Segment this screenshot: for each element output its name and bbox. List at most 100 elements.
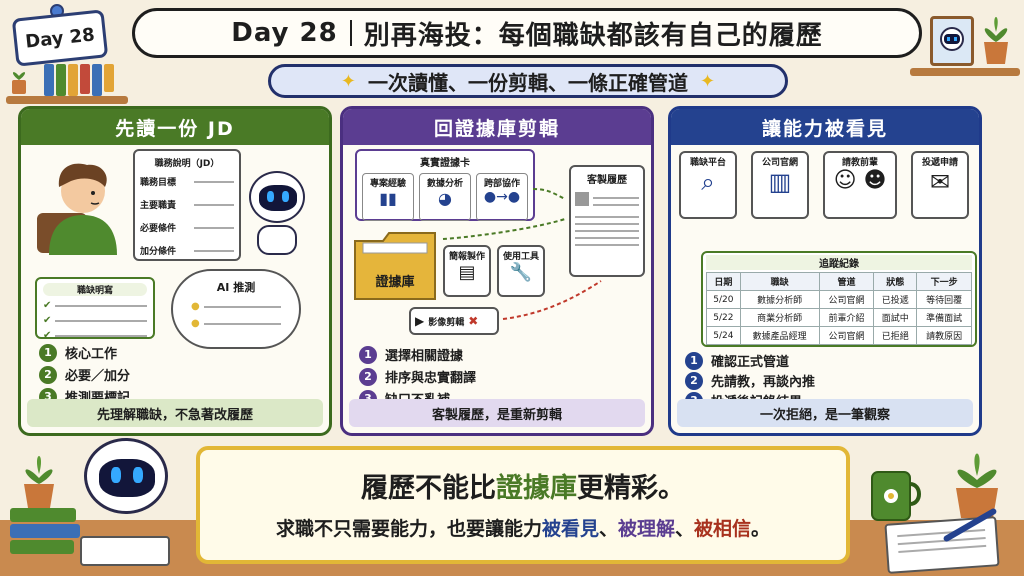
table-cell: 公司官網 xyxy=(818,326,875,345)
message-text: 求職不只需要能力，也要讓能力 xyxy=(275,518,542,540)
tool-card: 簡報製作▤ xyxy=(443,245,491,297)
dot-icon: ● xyxy=(191,318,200,329)
jd-line: 必要條件 xyxy=(140,224,177,234)
message-highlight: 被相信 xyxy=(694,518,752,540)
step-text: 先請教，再談內推 xyxy=(711,375,816,390)
books-icon xyxy=(44,64,114,96)
table-header: 職缺 xyxy=(739,272,820,291)
message-text: 更精彩。 xyxy=(577,473,685,504)
footer-text: 一次拒絕，是一筆觀察 xyxy=(759,407,890,423)
page-title: Day 28 別再海投：每個職缺都該有自己的履歷 xyxy=(132,8,922,58)
robot-icon xyxy=(249,171,305,255)
channel-label: 公司官網 xyxy=(761,158,798,168)
day-tag: Day 28 xyxy=(11,9,109,67)
channel-card: 職缺平台⌕ xyxy=(679,151,737,219)
plant-icon xyxy=(8,62,30,94)
step-text: 確認正式管道 xyxy=(711,355,790,370)
tool-label: 使用工具 xyxy=(502,252,539,262)
day-tag-text: Day 28 xyxy=(24,23,96,53)
check-icon: ✔ xyxy=(43,330,52,341)
table-header: 管道 xyxy=(818,272,875,291)
evidence-item-label: 跨部協作 xyxy=(483,179,520,189)
tool-card: 使用工具🔧 xyxy=(497,245,545,297)
explicit-note-card: 職缺明寫 ✔ ✔ ✔ xyxy=(35,277,155,341)
key-message-box: 履歷不能比證據庫更精彩。 求職不只需要能力，也要讓能力被看見、被理解、被相信。 xyxy=(196,446,850,564)
jd-line: 加分條件 xyxy=(140,247,177,257)
tool-label: 簡報製作 xyxy=(448,252,485,262)
pie-chart-icon: ◕ xyxy=(438,189,452,208)
footer-text: 先理解職缺，不急著改履歷 xyxy=(96,407,253,423)
panel-header: 讓能力被看見 xyxy=(671,109,979,145)
browser-search-icon: ⌕ xyxy=(701,168,715,196)
step-text: 選擇相關證據 xyxy=(385,349,464,364)
building-icon: ▥ xyxy=(768,168,792,196)
open-book-icon xyxy=(80,536,170,566)
ai-label: AI 推測 xyxy=(216,281,256,294)
channel-label: 請教前輩 xyxy=(841,158,878,168)
star-icon: ✦ xyxy=(340,70,356,92)
wrench-icon: 🔧 xyxy=(509,262,533,283)
panel-header: 回證據庫剪輯 xyxy=(343,109,651,145)
channel-row: 職缺平台⌕ 公司官網▥ 請教前輩☺ ☻ 投遞申請✉ xyxy=(679,151,969,219)
flow-arrows xyxy=(442,188,602,320)
dot-icon: ● xyxy=(191,301,200,312)
subtitle-text: 一次讀懂、一份剪輯、一條正確管道 xyxy=(368,70,688,95)
video-card: ▶ 影像剪輯 ✖ xyxy=(409,307,499,335)
envelope-icon: ✉ xyxy=(929,168,951,196)
mug-icon xyxy=(868,464,924,524)
student-illustration xyxy=(31,147,141,257)
message-text: 履歷不能比 xyxy=(361,473,496,504)
table-cell: 等待回覆 xyxy=(916,290,972,309)
book-stack-icon xyxy=(10,508,80,554)
step-text: 必要／加分 xyxy=(65,369,131,384)
evidence-item-card: 跨部協作 ●→● xyxy=(476,173,528,221)
resume-title: 客製履歷 xyxy=(587,175,627,186)
message-highlight: 被理解 xyxy=(617,518,675,540)
table-cell: 面試中 xyxy=(873,308,918,327)
plant-icon xyxy=(944,440,1010,520)
evidence-card-title: 真實證據卡 xyxy=(420,158,470,169)
people-icon: ●→● xyxy=(483,189,521,205)
jd-title: 職務說明（JD） xyxy=(154,159,220,169)
check-icon: ✔ xyxy=(43,300,52,311)
step-text: 核心工作 xyxy=(65,347,118,362)
cross-icon: ✖ xyxy=(468,314,479,328)
message-text: 、 xyxy=(675,518,695,540)
table-cell: 5/24 xyxy=(706,326,741,345)
channel-card: 投遞申請✉ xyxy=(911,151,969,219)
shelf-left xyxy=(6,96,128,104)
channel-card: 公司官網▥ xyxy=(751,151,809,219)
star-icon: ✦ xyxy=(700,70,716,92)
plant-icon xyxy=(16,444,62,510)
ai-thought-bubble: AI 推測 ● ● xyxy=(171,269,301,349)
table-cell: 5/22 xyxy=(706,308,741,327)
footer-text: 客製履歷，是重新剪輯 xyxy=(431,407,562,423)
panel-evidence-edit: 回證據庫剪輯 真實證據卡 專案經驗 ▮▮ 數據分析 ◕ 跨部協作 ●→● 證據庫… xyxy=(340,106,654,436)
channel-label: 投遞申請 xyxy=(921,158,958,168)
message-text: 。 xyxy=(751,518,771,540)
message-highlight: 證據庫 xyxy=(496,473,577,504)
table-header: 下一步 xyxy=(916,272,972,291)
custom-resume: 客製履歷 xyxy=(569,165,645,277)
folder-icon: 證據庫 xyxy=(353,227,437,301)
evidence-item-label: 專案經驗 xyxy=(369,179,406,189)
panel-be-seen: 讓能力被看見 職缺平台⌕ 公司官網▥ 請教前輩☺ ☻ 投遞申請✉ 追蹤紀錄 日期… xyxy=(668,106,982,436)
table-cell: 商業分析師 xyxy=(739,308,820,327)
key-message-line2: 求職不只需要能力，也要讓能力被看見、被理解、被相信。 xyxy=(200,514,846,541)
channel-label: 職缺平台 xyxy=(689,158,726,168)
tracking-title: 追蹤紀錄 xyxy=(706,255,972,270)
title-divider xyxy=(349,20,352,46)
table-header: 日期 xyxy=(706,272,741,291)
evidence-item-label: 數據分析 xyxy=(426,179,463,189)
jd-line: 職務目標 xyxy=(140,178,177,188)
evidence-card-group: 真實證據卡 專案經驗 ▮▮ 數據分析 ◕ 跨部協作 ●→● xyxy=(355,149,535,221)
